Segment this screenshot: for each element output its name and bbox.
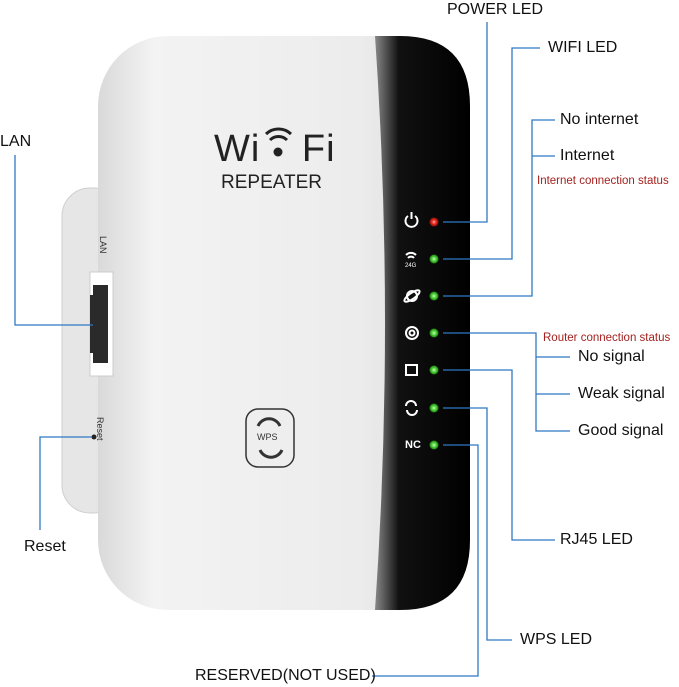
wifi-led-line [443, 47, 540, 260]
internet-label: Internet [560, 147, 615, 164]
logo-subtitle: REPEATER [221, 172, 323, 193]
reserved-label: RESERVED(NOT USED) [195, 667, 376, 684]
wifi-led [429, 254, 439, 264]
lan-port-label: LAN [98, 236, 108, 254]
wps-sync-arrows-icon [256, 417, 284, 459]
router-led [429, 328, 439, 338]
power-led [429, 217, 439, 227]
nc-led-line [372, 444, 479, 677]
internet-led [429, 291, 439, 301]
wps-led-line [443, 407, 512, 641]
lan-label: LAN [0, 133, 32, 150]
router-status-caption: Router connection status [543, 332, 671, 344]
power-led-label: POWER LED [447, 1, 544, 18]
router-led-line [443, 332, 570, 432]
svg-text:24G: 24G [405, 263, 417, 269]
nc-label: NC [405, 439, 421, 451]
wifi-logo-icon [264, 127, 293, 157]
rj45-led-label: RJ45 LED [560, 531, 633, 548]
rj45-icon [405, 364, 418, 376]
rj45-led-line [443, 369, 555, 541]
wps-button-label: WPS [257, 432, 278, 442]
internet-globe-icon [403, 289, 421, 303]
wifi-led-label: WIFI LED [548, 39, 618, 56]
reset-label: Reset [24, 538, 66, 555]
power-led-line [443, 22, 488, 223]
lan-port-socket [90, 285, 108, 363]
weak-signal-label: Weak signal [578, 385, 665, 402]
nc-led [429, 440, 439, 450]
internet-led-line [443, 119, 555, 297]
device-body [98, 36, 470, 610]
no-signal-label: No signal [578, 348, 645, 365]
callout-lines [14, 22, 570, 677]
wps-sync-icon [405, 400, 418, 416]
no-internet-label: No internet [560, 111, 639, 128]
good-signal-label: Good signal [578, 422, 664, 439]
reset-hole [91, 434, 97, 440]
wifi-24g-icon: 24G [405, 251, 417, 269]
power-icon [404, 212, 419, 228]
led-panel [375, 36, 470, 610]
wifi-logo-text: Wi Fi [214, 128, 336, 170]
rj45-led [429, 365, 439, 375]
reset-side-label: Reset [95, 417, 105, 441]
wps-led-label: WPS LED [520, 631, 593, 648]
lan-line [14, 155, 93, 326]
router-signal-icon [405, 326, 419, 340]
internet-status-caption: Internet connection status [537, 175, 669, 187]
wps-led [429, 403, 439, 413]
reset-line [39, 436, 92, 530]
